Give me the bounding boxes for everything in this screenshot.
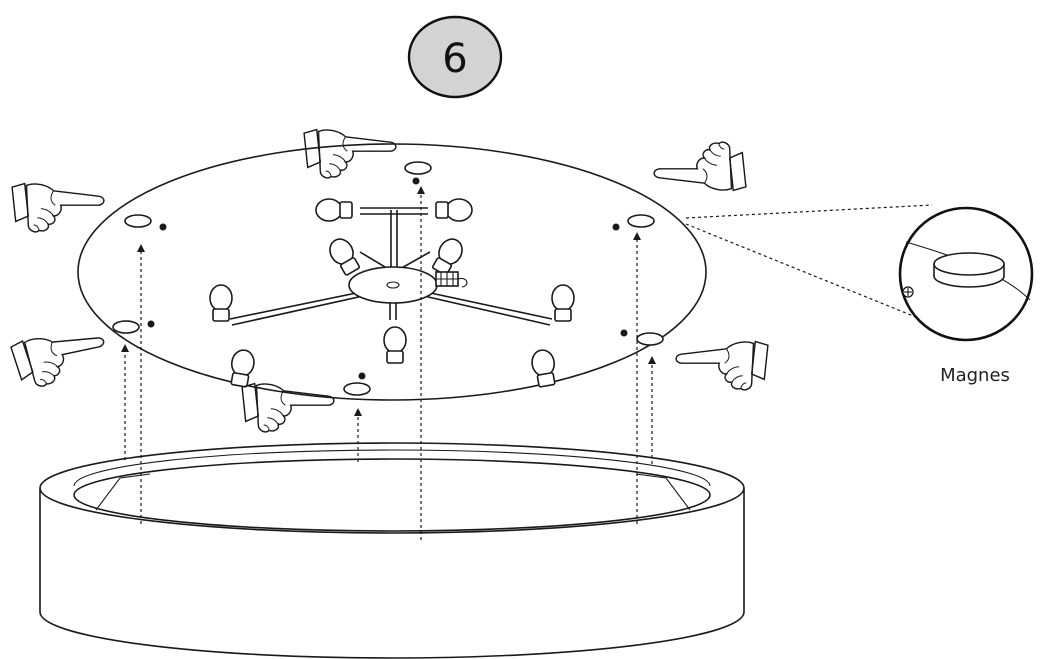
screw-icon (159, 223, 167, 231)
magnet-icon (404, 161, 432, 175)
bulb-top-left (315, 198, 353, 222)
chandelier-fixture (209, 198, 575, 389)
screw-icon (147, 320, 155, 328)
bulb-center-bottom (383, 326, 407, 364)
magnet-icon (343, 382, 371, 396)
bulb-center-left (324, 234, 364, 278)
magnet-icon (112, 320, 140, 334)
magnet-icon (636, 332, 664, 346)
step-badge: 6 (407, 15, 503, 99)
magnet-label: Magnes (940, 365, 1010, 386)
step-number: 6 (442, 36, 467, 82)
bulb-top-right (435, 198, 473, 222)
pointing-hand-icon (241, 382, 335, 433)
bulb-left-bottom (227, 347, 257, 389)
step-badge-circle (407, 15, 503, 99)
alignment-guides (121, 186, 656, 540)
pointing-hand-icon (9, 323, 111, 392)
magnet-callout: Magnes (685, 204, 1034, 386)
pointing-hand-icon (653, 141, 747, 192)
magnet-icon (124, 214, 152, 228)
magnet-icon (627, 214, 655, 228)
screw-icon (358, 372, 366, 380)
ceiling-plate (77, 143, 707, 401)
bulb-right-top (551, 284, 575, 322)
pointing-hand-icon (303, 128, 397, 179)
bulb-right-bottom (529, 347, 559, 389)
screw-icon (620, 329, 628, 337)
screws (147, 177, 628, 380)
terminal-connector-icon (435, 271, 468, 288)
bulb-center-right (428, 234, 468, 278)
pointing-hand-icon (675, 340, 769, 391)
pointing-hand-icon (11, 182, 105, 233)
bulb-left-top (209, 284, 233, 322)
base-housing (39, 442, 745, 659)
screw-icon (412, 177, 420, 185)
magnets (112, 161, 664, 396)
screw-icon (612, 223, 620, 231)
